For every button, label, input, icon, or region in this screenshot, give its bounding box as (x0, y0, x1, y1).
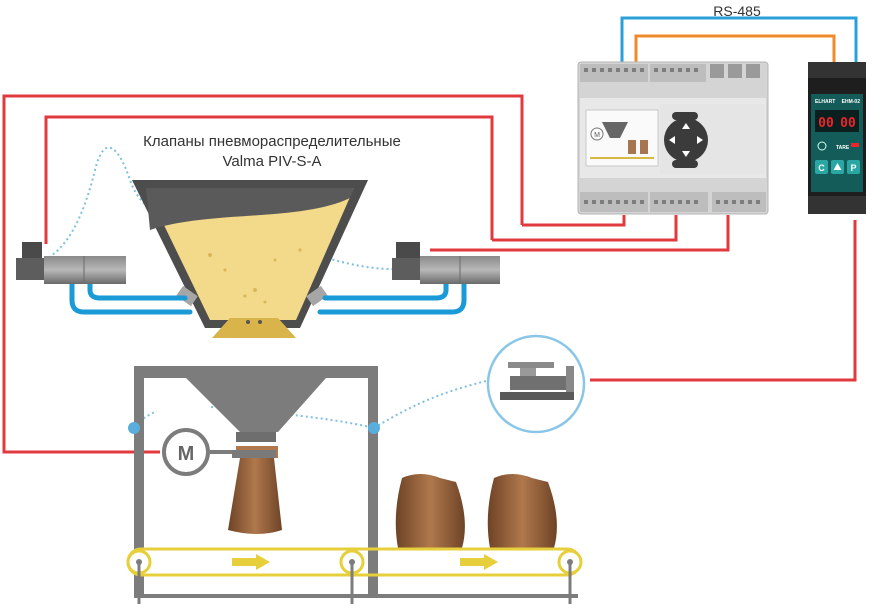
valve-sensor-line (39, 146, 421, 270)
left-valve-solenoid (16, 258, 44, 280)
right-valve-connector (396, 242, 420, 258)
controller-bottom-terminals-1 (580, 192, 648, 212)
hopper-empty-top (146, 188, 354, 230)
controller-top-terminals-2 (650, 64, 706, 82)
filling-frame (128, 366, 380, 596)
motor-label: M (178, 443, 195, 465)
rs485-bus: RS-485 (620, 3, 858, 64)
rs485-line-blue (620, 16, 858, 64)
loadcell-wire (590, 220, 857, 382)
controller-button-top[interactable] (672, 112, 698, 120)
terminal-screws-bottom (584, 200, 760, 204)
indicator-display-left: 00 (818, 116, 834, 131)
load-cell-top-plate (508, 362, 554, 368)
sack-body (228, 458, 282, 534)
screen-motor-label: M (594, 132, 600, 139)
filled-sack-2 (487, 474, 557, 548)
sack-clamp (232, 450, 276, 458)
indicator-brand: ELHART (815, 99, 835, 105)
screen-sack-2 (640, 140, 648, 154)
indicator-status-icon (817, 141, 827, 151)
load-cell-mount (520, 368, 536, 376)
indicator-button-c[interactable] (815, 160, 828, 174)
frame-spout (236, 432, 276, 442)
conveyor (126, 547, 583, 604)
motor: M (162, 428, 236, 476)
frame-gap-left (148, 380, 232, 430)
frame-sensor-left (128, 422, 140, 434)
conveyor-arrow-right-icon (232, 554, 270, 570)
frame-funnel (134, 366, 378, 432)
controller-top-terminals-1 (580, 64, 648, 82)
left-valve-body (44, 256, 126, 284)
load-cell-beam (510, 376, 572, 390)
screen-motor-icon (590, 127, 604, 141)
air-line-left-inner (87, 280, 188, 301)
load-cell-base (500, 392, 574, 400)
indicator-bottom-terminals (808, 196, 866, 214)
product-grains (208, 248, 302, 304)
motor-wire (2, 94, 524, 454)
left-valve-connector (22, 242, 42, 258)
frame-sensor-right (368, 422, 380, 434)
hopper-product (146, 188, 354, 320)
right-pneumatic-valve (392, 242, 500, 284)
controller-button-bottom[interactable] (672, 160, 698, 168)
rs485-line-orange (634, 34, 836, 64)
indicator-model: ЕНМ-02 (842, 99, 861, 105)
indicator-button-c-label: C (818, 163, 825, 173)
air-lines (69, 280, 467, 315)
left-valve-port (176, 285, 198, 307)
hopper-gate (212, 318, 296, 338)
right-valve-solenoid (392, 258, 420, 280)
up-arrow-icon (833, 163, 842, 170)
motor-circle (162, 428, 210, 476)
air-line-right-outer (317, 280, 467, 315)
conveyor-arrow-right-icon (460, 554, 498, 570)
terminal-screws-top (584, 68, 698, 72)
left-pneumatic-valve (16, 242, 126, 284)
gate-pin-right (258, 320, 262, 324)
indicator-tare-label: TARE (836, 145, 850, 151)
load-cell-callout (486, 334, 586, 434)
dpad-arrows (669, 123, 703, 157)
indicator-led (851, 143, 859, 147)
right-valve-port (306, 285, 328, 307)
indicator-top-terminals (808, 62, 866, 78)
frame-post-left (134, 366, 144, 596)
indicator-button-p[interactable] (847, 160, 860, 174)
screen-hopper-icon (602, 122, 628, 138)
frame-post-right (368, 366, 378, 596)
controller-out-wire-1 (522, 215, 626, 227)
plc-controller: M (577, 61, 769, 215)
signal-wires (2, 94, 857, 454)
air-line-left-outer (69, 280, 193, 315)
right-valve-wire (430, 215, 730, 252)
load-cell-post (566, 366, 574, 392)
controller-bottom-terminals-3 (712, 192, 766, 212)
indicator-button-p-label: P (850, 163, 856, 173)
air-line-right-inner (322, 280, 449, 301)
weight-indicator: ELHART ЕНМ-02 00 00 TARE C P (808, 62, 866, 214)
controller-out-wire-2 (492, 215, 678, 242)
indicator-display-right: 00 (840, 116, 856, 131)
hopper (132, 180, 368, 338)
controller-dpad[interactable] (664, 118, 708, 162)
valves-label-line2: Valma PIV-S-A (223, 153, 322, 170)
filling-sack (228, 446, 282, 534)
controller-sockets (710, 64, 760, 78)
valves-label-line1: Клапаны пневмораспределительные (143, 133, 401, 150)
gate-pin-left (246, 320, 250, 324)
filled-sacks (395, 474, 557, 548)
left-valve-wire (44, 115, 494, 244)
screen-sack-1 (628, 140, 636, 154)
rs485-label: RS-485 (713, 3, 761, 19)
frame-sensor-line-2 (373, 379, 491, 429)
indicator-display (815, 110, 859, 132)
filled-sack-1 (395, 474, 465, 548)
